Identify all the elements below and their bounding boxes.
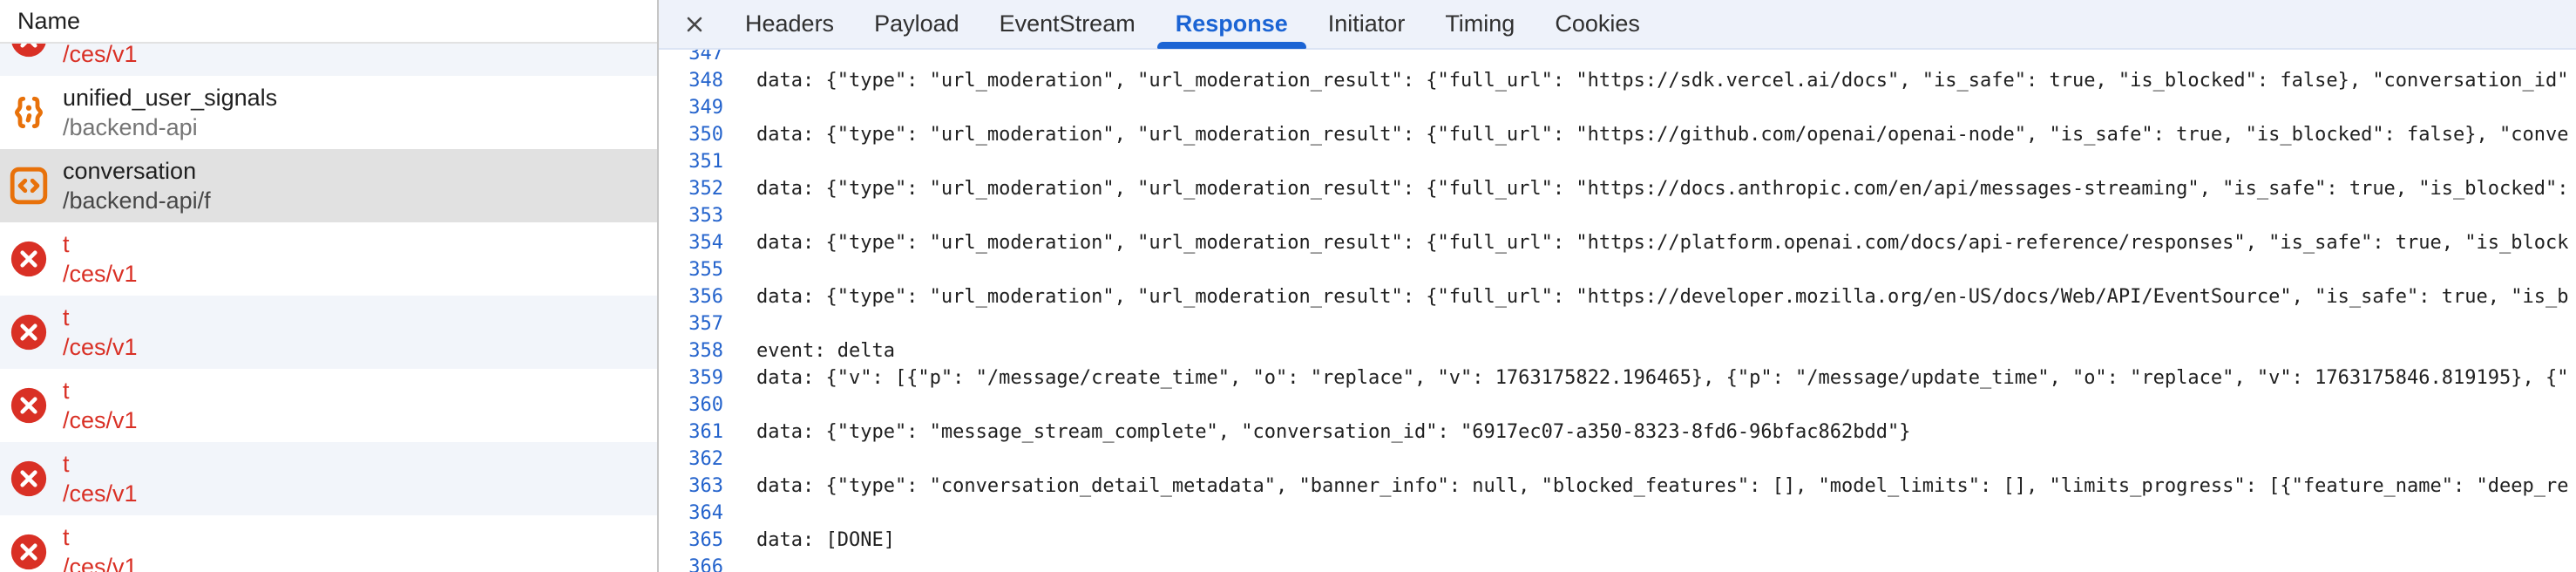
error-circle-x-icon	[9, 532, 49, 572]
error-circle-x-icon	[9, 459, 49, 499]
request-row-failed[interactable]: t /ces/v1	[0, 222, 657, 296]
request-path: /backend-api/f	[63, 187, 211, 214]
request-list[interactable]: t /ces/v1 unified_user_signals /backend-…	[0, 44, 657, 572]
line-number[interactable]: 362	[688, 448, 723, 470]
error-circle-x-icon	[9, 312, 49, 352]
line-content: data: {"type": "url_moderation", "url_mo…	[756, 286, 2569, 308]
line-content: data: [DONE]	[756, 529, 895, 551]
line-number[interactable]: 352	[688, 178, 723, 200]
line-number[interactable]: 351	[688, 151, 723, 173]
error-circle-x-icon	[9, 239, 49, 279]
line-content: data: {"type": "url_moderation", "url_mo…	[756, 70, 2569, 92]
line-content: data: {"v": [{"p": "/message/create_time…	[756, 367, 2569, 389]
request-row-failed[interactable]: t /ces/v1	[0, 44, 657, 76]
request-list-sidebar: Name t /ces/v1 unified	[0, 0, 659, 572]
request-name: unified_user_signals	[63, 85, 278, 111]
line-content: event: delta	[756, 340, 895, 362]
request-path: /backend-api	[63, 114, 198, 140]
line-content: data: {"type": "conversation_detail_meta…	[756, 475, 2569, 497]
request-path: /ces/v1	[63, 334, 138, 360]
request-row-conversation-selected[interactable]: conversation /backend-api/f	[0, 149, 657, 222]
json-braces-icon	[9, 92, 49, 133]
request-name: conversation	[63, 158, 197, 184]
request-row-failed[interactable]: t /ces/v1	[0, 515, 657, 572]
tab-initiator[interactable]: Initiator	[1327, 10, 1406, 37]
close-icon[interactable]	[681, 11, 708, 37]
line-number[interactable]: 354	[688, 232, 723, 254]
line-number[interactable]: 355	[688, 259, 723, 281]
line-number[interactable]: 356	[688, 286, 723, 308]
request-path: /ces/v1	[63, 480, 138, 507]
line-number[interactable]: 363	[688, 475, 723, 497]
error-circle-x-icon	[9, 44, 49, 59]
tab-payload[interactable]: Payload	[874, 10, 959, 37]
request-row-failed[interactable]: t /ces/v1	[0, 369, 657, 442]
code-document-icon	[9, 166, 49, 206]
line-number[interactable]: 359	[688, 367, 723, 389]
request-row-unified-user-signals[interactable]: unified_user_signals /backend-api	[0, 76, 657, 149]
line-number[interactable]: 364	[688, 502, 723, 524]
line-number[interactable]: 349	[688, 97, 723, 119]
request-name: t	[63, 378, 70, 404]
request-path: /ces/v1	[63, 261, 138, 287]
request-name: t	[63, 451, 70, 477]
detail-tab-bar: Headers Payload EventStream Response Ini…	[659, 0, 2576, 50]
tab-response[interactable]: Response	[1156, 0, 1308, 49]
request-row-failed[interactable]: t /ces/v1	[0, 442, 657, 515]
line-number[interactable]: 361	[688, 421, 723, 443]
tab-timing[interactable]: Timing	[1445, 10, 1515, 37]
line-number[interactable]: 353	[688, 205, 723, 227]
line-content: data: {"type": "url_moderation", "url_mo…	[756, 124, 2569, 146]
request-list-header: Name	[0, 0, 657, 44]
request-row-failed[interactable]: t /ces/v1	[0, 296, 657, 369]
error-circle-x-icon	[9, 385, 49, 426]
tab-cookies[interactable]: Cookies	[1555, 10, 1640, 37]
line-content: data: {"type": "url_moderation", "url_mo…	[756, 178, 2569, 200]
line-number[interactable]: 366	[688, 556, 723, 572]
request-name: t	[63, 304, 70, 330]
line-content: data: {"type": "message_stream_complete"…	[756, 421, 1911, 443]
request-path: /ces/v1	[63, 44, 138, 67]
request-path: /ces/v1	[63, 407, 138, 433]
response-body-viewer[interactable]: 347 348 data: {"type": "url_moderation", …	[659, 50, 2576, 572]
line-number[interactable]: 358	[688, 340, 723, 362]
request-name: t	[63, 231, 70, 257]
line-number[interactable]: 365	[688, 529, 723, 551]
line-number[interactable]: 350	[688, 124, 723, 146]
line-number[interactable]: 348	[688, 70, 723, 92]
event-stream-text: 347 348 data: {"type": "url_moderation", …	[659, 50, 2576, 572]
line-content: data: {"type": "url_moderation", "url_mo…	[756, 232, 2569, 254]
request-path: /ces/v1	[63, 554, 138, 572]
tab-eventstream[interactable]: EventStream	[999, 10, 1135, 37]
request-name: t	[63, 524, 70, 550]
line-number[interactable]: 347	[688, 50, 723, 65]
request-detail-panel: Headers Payload EventStream Response Ini…	[659, 0, 2576, 572]
tab-headers[interactable]: Headers	[745, 10, 835, 37]
line-number[interactable]: 360	[688, 394, 723, 416]
line-number[interactable]: 357	[688, 313, 723, 335]
name-column-header: Name	[17, 7, 81, 34]
